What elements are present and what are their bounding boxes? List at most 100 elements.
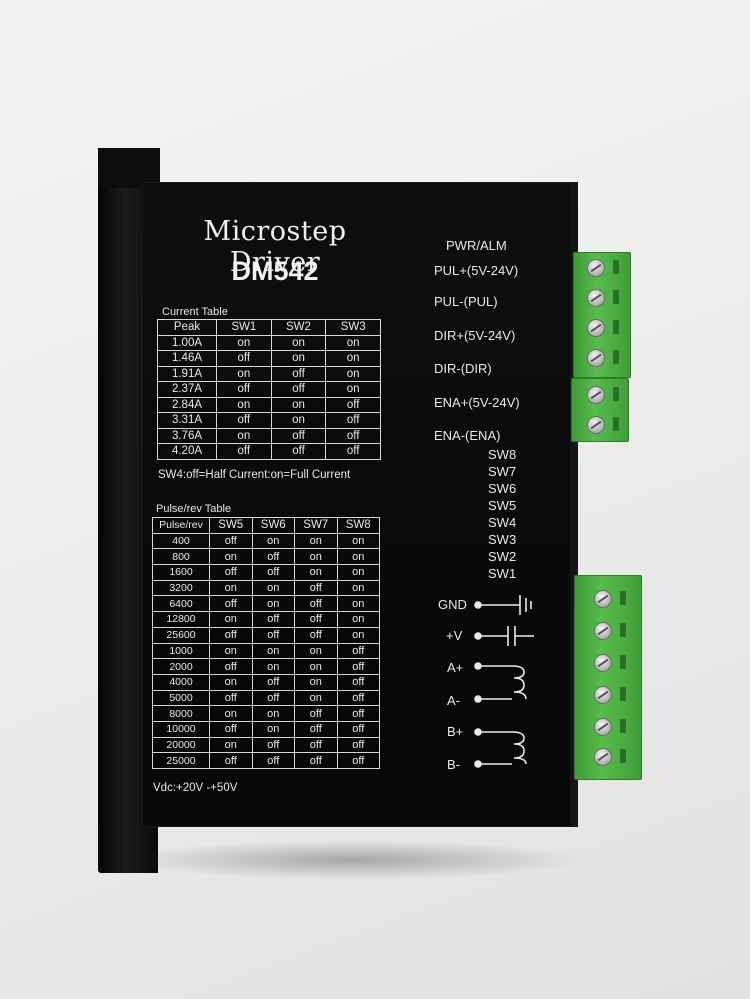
wire-slot <box>613 260 619 274</box>
wire-slot <box>613 320 619 334</box>
pulse-table-cell: on <box>336 595 380 613</box>
device-model: DM542 <box>231 256 319 286</box>
wire-slot <box>613 387 619 401</box>
pulse-table-cell: 25600 <box>152 626 210 644</box>
label-b-minus: B- <box>447 757 460 772</box>
pulse-table-cell: off <box>251 736 295 754</box>
pulse-table-cell: 12800 <box>152 611 210 628</box>
current-table-cell: off <box>216 412 272 429</box>
power-terminal-block[interactable] <box>574 575 642 780</box>
pulse-table-header: SW5 <box>209 517 253 534</box>
current-table-header-row: Peak SW1 SW2 SW3 <box>157 319 381 336</box>
pulse-table-cell: off <box>336 642 380 660</box>
label-a-minus: A- <box>447 693 460 708</box>
terminal-screw-icon[interactable] <box>594 718 612 736</box>
pulse-table-cell: on <box>209 673 253 691</box>
pulse-table-cell: off <box>336 673 380 691</box>
wire-slot <box>620 655 626 669</box>
pulse-table-cell: on <box>209 736 253 754</box>
pulse-table-cell: off <box>209 532 253 550</box>
terminal-screw-icon[interactable] <box>587 289 605 307</box>
pulse-table-cell: 1000 <box>152 642 210 660</box>
pulse-table-cell: 400 <box>152 532 210 550</box>
label-pwr-alm: PWR/ALM <box>446 238 507 253</box>
pulse-table-header: Pulse/rev <box>152 517 210 534</box>
label-a-plus: A+ <box>447 660 464 675</box>
pulse-table-cell: on <box>251 595 295 613</box>
pulse-table-cell: on <box>209 705 253 722</box>
current-table-cell: on <box>216 427 272 444</box>
pulse-table-cell: on <box>294 564 338 581</box>
pulse-table-cell: off <box>209 658 253 675</box>
current-table-cell: 1.46A <box>157 350 217 367</box>
pulse-table-cell: 6400 <box>152 595 210 613</box>
wiring-symbols <box>474 595 534 768</box>
pulse-table-cell: 2000 <box>152 658 210 675</box>
terminal-screw-icon[interactable] <box>594 622 612 640</box>
pulse-table-cell: off <box>251 626 295 644</box>
pulse-table-cell: off <box>209 689 253 707</box>
pulse-table-cell: 1600 <box>152 564 210 581</box>
terminal-screw-icon[interactable] <box>587 259 605 277</box>
label-pul-minus: PUL-(PUL) <box>434 294 498 309</box>
current-table-cell: 1.00A <box>157 334 217 351</box>
pulse-table-cell: on <box>294 548 338 566</box>
current-table-cell: off <box>325 443 381 460</box>
wire-slot <box>613 290 619 304</box>
pulse-table-cell: on <box>251 658 295 675</box>
switch-label-sw6: SW6 <box>488 481 517 496</box>
terminal-screw-icon[interactable] <box>594 590 612 608</box>
housing-side <box>570 182 578 827</box>
pulse-table-cell: on <box>336 532 380 550</box>
pulse-table-cell: off <box>251 752 295 769</box>
current-table-cell: on <box>216 365 272 382</box>
current-table-header: Peak <box>157 319 217 336</box>
pulse-table-cell: off <box>209 752 253 769</box>
current-table-cell: off <box>216 350 272 367</box>
current-table-cell: off <box>270 365 327 382</box>
pulse-table-cell: off <box>294 595 338 613</box>
terminal-screw-icon[interactable] <box>587 416 605 434</box>
pulse-table-cell: on <box>209 642 253 660</box>
wire-slot <box>620 719 626 733</box>
current-table-cell: on <box>325 334 381 351</box>
current-table-cell: 3.31A <box>157 412 217 429</box>
terminal-screw-icon[interactable] <box>587 349 605 367</box>
terminal-screw-icon[interactable] <box>594 686 612 704</box>
terminal-screw-icon[interactable] <box>587 386 605 404</box>
wire-slot <box>620 591 626 605</box>
switch-label-sw7: SW7 <box>488 464 517 479</box>
terminal-screw-icon[interactable] <box>594 654 612 672</box>
current-table-note: SW4:off=Half Current:on=Full Current <box>158 469 351 481</box>
terminal-screw-icon[interactable] <box>594 748 612 766</box>
pulse-table-header: SW8 <box>336 517 380 534</box>
pulse-table-cell: 4000 <box>152 673 210 691</box>
terminal-screw-icon[interactable] <box>587 319 605 337</box>
switch-label-sw4: SW4 <box>488 515 517 530</box>
pulse-table-cell: off <box>251 564 295 581</box>
current-table-header: SW1 <box>216 319 272 336</box>
pulse-table-cell: off <box>251 611 295 628</box>
current-table-cell: off <box>270 443 327 460</box>
pulse-table-cell: on <box>336 564 380 581</box>
pulse-table-cell: on <box>294 642 338 660</box>
pulse-table-cell: off <box>294 579 338 597</box>
label-pul-plus: PUL+(5V-24V) <box>434 263 519 278</box>
switch-label-sw1: SW1 <box>488 566 517 581</box>
pulse-table-caption: Pulse/rev Table <box>156 503 232 515</box>
pulse-table-cell: off <box>294 720 338 738</box>
pulse-table-cell: 8000 <box>152 705 210 722</box>
label-ena-plus: ENA+(5V-24V) <box>434 395 520 410</box>
pulse-table-cell: off <box>209 564 253 581</box>
label-vplus: +V <box>446 628 463 643</box>
pulse-table-cell: off <box>251 689 295 707</box>
pulse-table-cell: off <box>209 626 253 644</box>
pulse-table-cell: on <box>294 673 338 691</box>
